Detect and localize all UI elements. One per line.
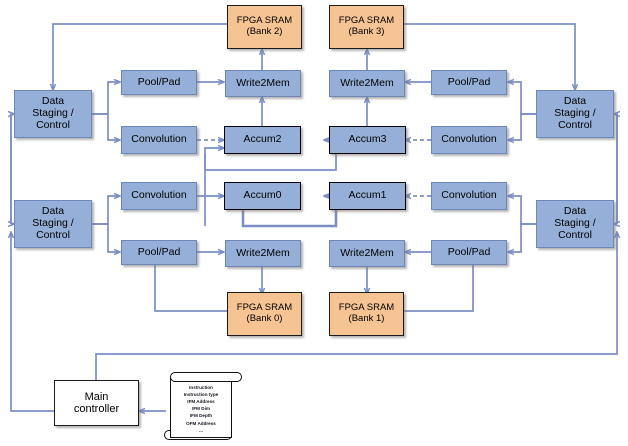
instruction-line: IFM Depth [189, 413, 213, 419]
data-staging-control-top-left[interactable]: Data Staging / Control [14, 90, 92, 138]
fpga-sram-bank0[interactable]: FPGA SRAM (Bank 0) [227, 292, 302, 336]
convolution-bottom-right[interactable]: Convolution [431, 182, 507, 210]
pool-pad-bottom-left[interactable]: Pool/Pad [121, 240, 197, 265]
write2mem-top-left[interactable]: Write2Mem [225, 70, 301, 97]
convolution-top-left[interactable]: Convolution [121, 126, 197, 154]
scroll-top-curl [170, 372, 242, 382]
instruction-line: ... [199, 427, 203, 433]
instruction-field-list: Instruction Instruction type IFM Address… [170, 384, 232, 434]
fpga-sram-bank3[interactable]: FPGA SRAM (Bank 3) [329, 5, 404, 49]
instruction-scroll[interactable]: Instruction Instruction type IFM Address… [164, 372, 244, 444]
fpga-sram-bank1[interactable]: FPGA SRAM (Bank 1) [329, 292, 404, 336]
convolution-top-right[interactable]: Convolution [431, 126, 507, 154]
data-staging-control-bottom-left[interactable]: Data Staging / Control [14, 200, 92, 248]
write2mem-bottom-right[interactable]: Write2Mem [329, 240, 405, 267]
pool-pad-top-left[interactable]: Pool/Pad [121, 70, 197, 95]
data-staging-control-top-right[interactable]: Data Staging / Control [536, 90, 614, 138]
instruction-line: OFM Address [186, 420, 216, 426]
convolution-bottom-left[interactable]: Convolution [121, 182, 197, 210]
accum0[interactable]: Accum0 [224, 182, 301, 210]
accum1[interactable]: Accum1 [329, 182, 406, 210]
instruction-line: IFM Address [187, 399, 215, 405]
accum2[interactable]: Accum2 [224, 126, 301, 154]
instruction-line: Instruction [189, 385, 213, 390]
accum3[interactable]: Accum3 [329, 126, 406, 154]
pool-pad-top-right[interactable]: Pool/Pad [431, 70, 507, 95]
instruction-line: IFM Dim [192, 406, 210, 412]
pool-pad-bottom-right[interactable]: Pool/Pad [431, 240, 507, 265]
write2mem-bottom-left[interactable]: Write2Mem [225, 240, 301, 267]
fpga-sram-bank2[interactable]: FPGA SRAM (Bank 2) [227, 5, 302, 49]
instruction-line: Instruction type [183, 392, 219, 398]
main-controller[interactable]: Main controller [54, 380, 139, 426]
data-staging-control-bottom-right[interactable]: Data Staging / Control [536, 200, 614, 248]
write2mem-top-right[interactable]: Write2Mem [329, 70, 405, 97]
